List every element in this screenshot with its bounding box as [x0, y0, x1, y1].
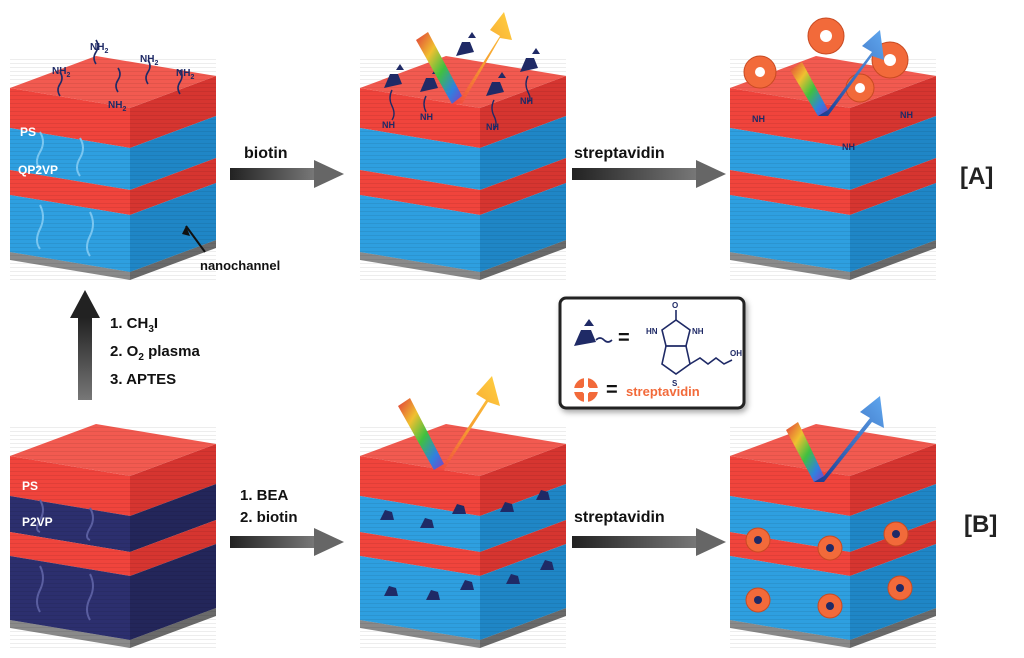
legend-equals-streptavidin: =	[606, 379, 618, 401]
biotin-atom-s: S	[672, 379, 678, 388]
nh2-label: NH2	[140, 54, 158, 67]
biotin-atom-nh: NH	[692, 327, 704, 336]
qp2vp-layer-label: QP2VP	[18, 163, 58, 177]
nh2-label: NH2	[52, 66, 70, 79]
biotin-atom-o: O	[672, 301, 678, 310]
cube-top-middle: NH NH NH NH	[360, 12, 566, 280]
nh-label: NH	[520, 96, 533, 106]
nh-label: NH	[752, 114, 765, 124]
nh-label: NH	[420, 112, 433, 122]
bottom-step-2-label: 2. biotin	[240, 509, 298, 526]
biotin-atom-oh: OH	[730, 349, 742, 358]
biotin-icon	[574, 319, 613, 346]
bottom-step-1-label: 1. BEA	[240, 487, 289, 504]
nanochannel-pointer	[185, 225, 206, 253]
row-b-label: [B]	[964, 511, 997, 538]
streptavidin-icon	[574, 378, 598, 402]
arrow-biotin	[230, 160, 344, 188]
streptavidin-step-label-top: streptavidin	[574, 145, 665, 162]
arrow-bea-biotin	[230, 528, 344, 556]
cube-bottom-left: PS P2VP	[10, 424, 216, 648]
legend-streptavidin-label: streptavidin	[626, 384, 700, 399]
nh-label: NH	[486, 122, 499, 132]
arrow-streptavidin-top	[572, 160, 726, 188]
biotin-step-label: biotin	[244, 145, 288, 162]
cube-top-right: NH NH NH	[730, 17, 936, 280]
nh-label: NH	[842, 142, 855, 152]
legend-equals-biotin: =	[618, 327, 630, 349]
legend-box: = HN NH O S OH = streptavidin	[558, 296, 746, 410]
nh2-label: NH2	[108, 100, 126, 113]
nh2-label: NH2	[176, 68, 194, 81]
nh-label: NH	[382, 120, 395, 130]
nh-label: NH	[900, 110, 913, 120]
ps-layer-label-bottom: PS	[22, 479, 38, 493]
streptavidin-step-label-bottom: streptavidin	[574, 509, 665, 526]
biotin-atom-hn: HN	[646, 327, 658, 336]
nanochannel-pointer-head	[182, 226, 190, 236]
cube-bottom-right	[730, 396, 936, 648]
row-a-label: [A]	[960, 163, 993, 190]
step-2-label: 2. O2 plasma	[110, 343, 200, 363]
arrow-streptavidin-bottom	[572, 528, 726, 556]
nanochannel-label: nanochannel	[200, 258, 280, 273]
cube-bottom-middle	[360, 376, 566, 648]
arrow-up-conversion	[70, 290, 100, 400]
cube-top-left: NH2 NH2 NH2 NH2 NH2 PS QP2VP	[10, 39, 216, 280]
p2vp-layer-label: P2VP	[22, 515, 53, 529]
ps-layer-label: PS	[20, 125, 36, 139]
nh2-label: NH2	[90, 42, 108, 55]
biotin-structure	[661, 310, 733, 375]
step-3-label: 3. APTES	[110, 371, 176, 388]
step-1-label: 1. CH3I	[110, 315, 158, 335]
